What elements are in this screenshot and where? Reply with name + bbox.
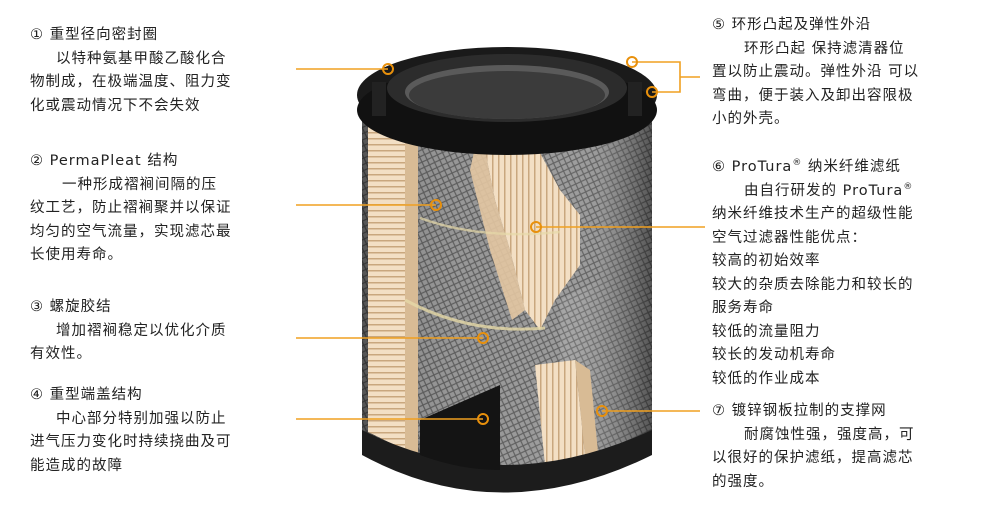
callout-line: 较低的作业成本 xyxy=(712,370,821,387)
callout-line: 长使用寿命。 xyxy=(30,247,123,263)
callout-line: 耐腐蚀性强，强度高，可 xyxy=(744,426,915,443)
registered-mark: ® xyxy=(792,158,803,168)
marker-dot-2 xyxy=(430,199,442,211)
callout-heading: ⑤ 环形凸起及弹性外沿 xyxy=(712,17,872,33)
callout-line: 的强度。 xyxy=(712,473,774,490)
marker-dot-4 xyxy=(477,413,489,425)
marker-dot-1 xyxy=(382,63,394,75)
callout-line: 较长的发动机寿命 xyxy=(712,347,836,363)
callout-line: 能造成的故障 xyxy=(30,457,123,474)
callout-heading: ⑥ ProTura® 纳米纤维滤纸 xyxy=(712,156,914,180)
callout-line: 环形凸起 保持滤清器位 xyxy=(744,40,905,57)
callout-line: 较高的初始效率 xyxy=(712,253,821,269)
callout-line: 物制成，在极端温度、阻力变 xyxy=(30,74,232,90)
callout-line-prefix: 由自行研发的 ProTura xyxy=(744,182,904,199)
leader-lines xyxy=(296,61,705,420)
callout-line: 进气压力变化时持续挠曲及可 xyxy=(30,434,232,450)
pleat-wall-left xyxy=(368,110,418,455)
marker-dot-5a xyxy=(626,56,638,68)
end-cap xyxy=(362,385,652,493)
callout-heading: ⑦ 镀锌钢板拉制的支撑网 xyxy=(712,403,887,419)
callout-line: 中心部分特别加强以防止 xyxy=(56,410,227,427)
marker-dots xyxy=(382,56,658,425)
callout-heading: ① 重型径向密封圈 xyxy=(30,27,159,43)
callout-heading: ③ 螺旋胶结 xyxy=(30,299,112,315)
callout-line: 增加褶裥稳定以优化介质 xyxy=(56,322,227,339)
callout-protura-media: ⑥ ProTura® 纳米纤维滤纸 由自行研发的 ProTura® 纳米纤维技术… xyxy=(712,156,914,391)
callout-line: 较低的流量阻力 xyxy=(712,323,821,340)
callout-line: 均匀的空气流量，实现滤芯最 xyxy=(30,223,232,240)
registered-mark: ® xyxy=(903,181,914,192)
callout-heading: ④ 重型端盖结构 xyxy=(30,387,143,403)
callout-heading-suffix: 纳米纤维滤纸 xyxy=(802,159,901,175)
callout-heading: ② PermaPleat 结构 xyxy=(30,153,179,169)
callout-line: 纳米纤维技术生产的超级性能 xyxy=(712,206,914,222)
callout-line: 弯曲，便于装入及卸出容限极 xyxy=(712,87,914,104)
spiral-bead xyxy=(404,298,546,331)
callout-line: 化或震动情况下不会失效 xyxy=(30,97,201,114)
callout-ring-lip: ⑤ 环形凸起及弹性外沿 环形凸起 保持滤清器位 置以防止震动。弹性外沿 可以 弯… xyxy=(712,14,919,132)
callout-line: 纹工艺，防止褶裥聚并以保证 xyxy=(30,200,232,216)
callout-line: 一种形成褶裥间隔的压 xyxy=(62,176,217,193)
callout-line: 有效性。 xyxy=(30,346,92,362)
pleat-block-lower xyxy=(535,360,598,465)
callout-radial-seal: ① 重型径向密封圈 以特种氨基甲酸乙酸化合 物制成，在极端温度、阻力变 化或震动… xyxy=(30,24,232,118)
radial-seal-gasket xyxy=(357,47,657,155)
callout-line: 由自行研发的 ProTura® xyxy=(712,180,914,204)
pleat-fan-center xyxy=(470,125,580,330)
callout-line: 以特种氨基甲酸乙酸化合 xyxy=(56,50,227,67)
callout-end-cap: ④ 重型端盖结构 中心部分特别加强以防止 进气压力变化时持续挠曲及可 能造成的故… xyxy=(30,384,232,478)
callout-line: 以很好的保护滤纸，提高滤芯 xyxy=(712,450,914,466)
callout-line: 较大的杂质去除能力和较长的 xyxy=(712,276,914,293)
callout-line: 小的外壳。 xyxy=(712,111,790,127)
callout-spiral-bead: ③ 螺旋胶结 增加褶裥稳定以优化介质 有效性。 xyxy=(30,296,227,367)
marker-dot-6 xyxy=(530,221,542,233)
spiral-bead-2 xyxy=(419,216,561,236)
marker-dot-7 xyxy=(596,405,608,417)
callout-line: 置以防止震动。弹性外沿 可以 xyxy=(712,64,920,80)
callout-support-mesh: ⑦ 镀锌钢板拉制的支撑网 耐腐蚀性强，强度高，可 以很好的保护滤纸，提高滤芯 的… xyxy=(712,400,915,494)
marker-dot-5b xyxy=(646,86,658,98)
callout-heading-prefix: ⑥ ProTura xyxy=(712,159,793,175)
callout-line: 空气过滤器性能优点： xyxy=(712,229,867,246)
callout-line: 服务寿命 xyxy=(712,300,774,316)
callout-permapleat: ② PermaPleat 结构 一种形成褶裥间隔的压 纹工艺，防止褶裥聚并以保证… xyxy=(30,150,232,268)
marker-dot-3 xyxy=(477,332,489,344)
